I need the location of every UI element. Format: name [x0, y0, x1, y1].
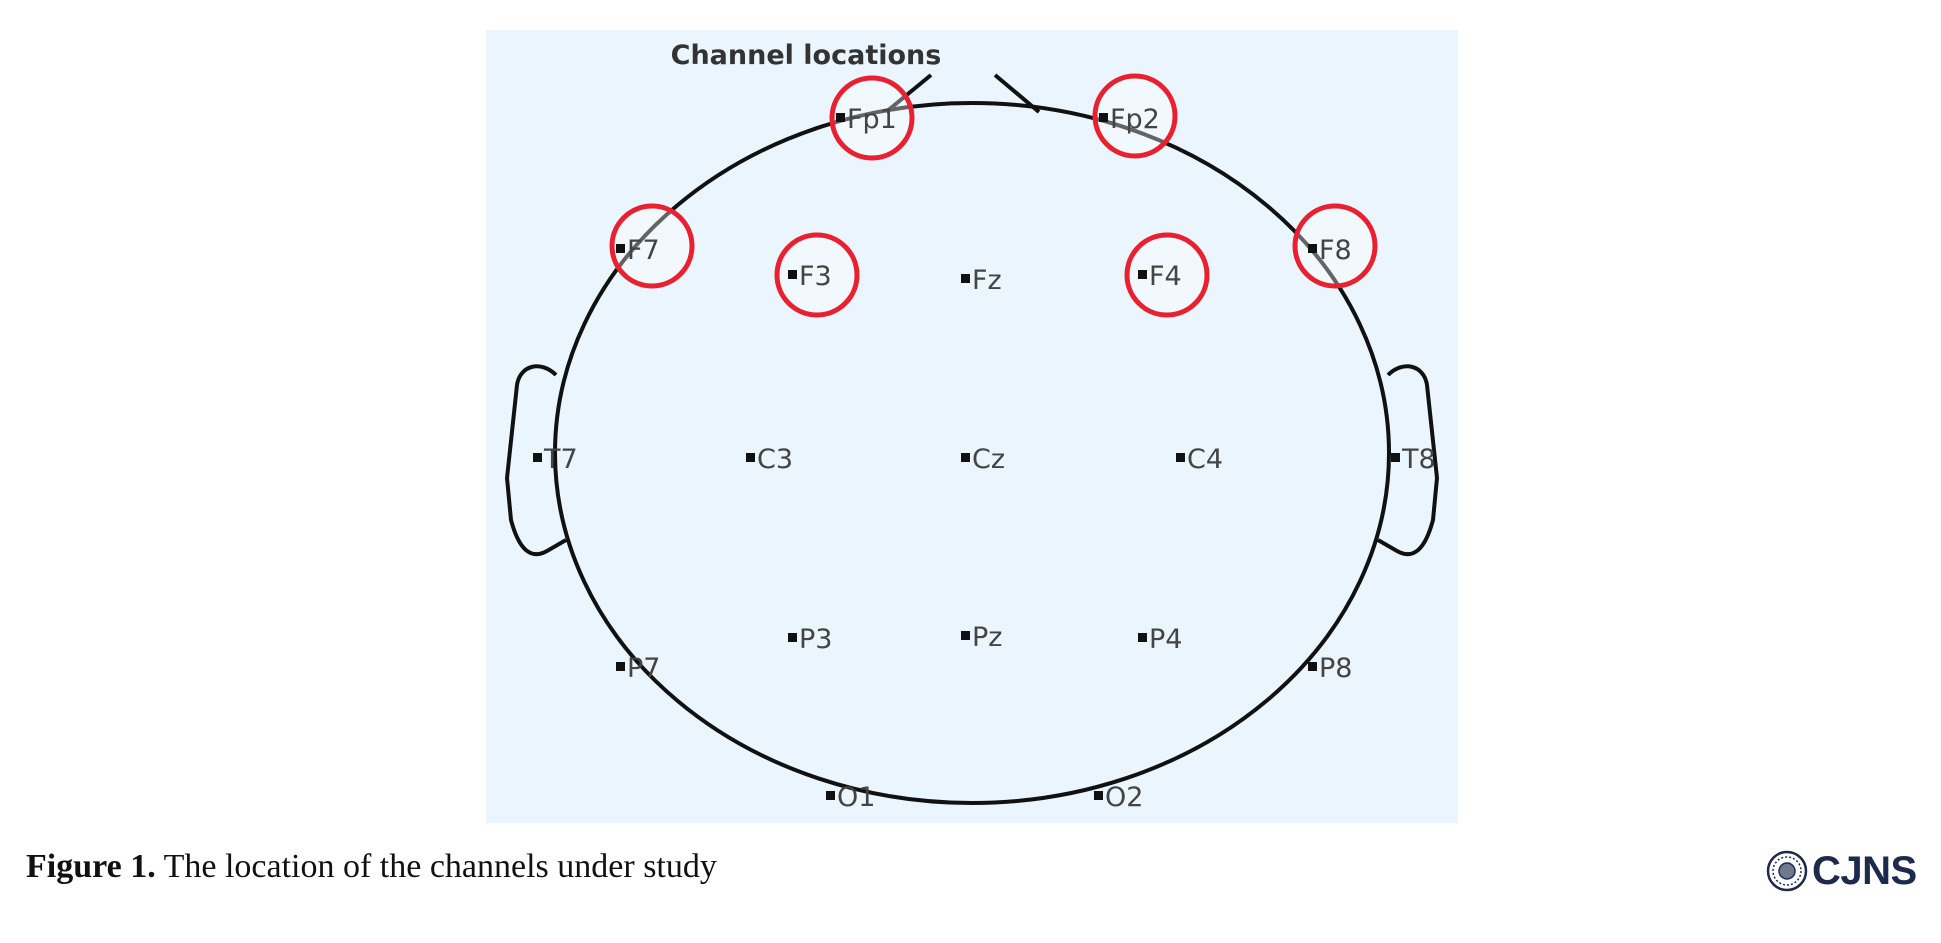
channel-marker-cz — [961, 453, 970, 462]
highlight-circle-fp1 — [829, 75, 915, 161]
channel-marker-f4 — [1138, 270, 1147, 279]
channel-f7: F7 — [616, 235, 660, 266]
channel-f3: F3 — [788, 261, 832, 292]
channel-marker-fp2 — [1099, 113, 1108, 122]
channel-marker-p7 — [616, 662, 625, 671]
channel-label-t7: T7 — [543, 444, 578, 475]
channel-label-o1: O1 — [837, 782, 875, 813]
diagram-title: Channel locations — [671, 40, 942, 71]
highlight-circle-f8 — [1292, 203, 1378, 289]
channel-t8: T8 — [1391, 444, 1436, 475]
channel-label-f4: F4 — [1149, 261, 1182, 292]
nose-left-line — [884, 73, 933, 114]
channel-fp1: Fp1 — [836, 104, 897, 135]
channel-marker-fp1 — [836, 113, 845, 122]
channel-marker-f8 — [1308, 244, 1317, 253]
channel-marker-f3 — [788, 270, 797, 279]
channel-marker-fz — [961, 274, 970, 283]
channel-marker-p3 — [788, 633, 797, 642]
channel-p4: P4 — [1138, 624, 1182, 655]
journal-seal-icon — [1766, 850, 1808, 892]
channel-label-cz: Cz — [972, 444, 1005, 475]
channel-marker-o2 — [1094, 791, 1103, 800]
highlight-circles — [609, 73, 1378, 318]
channel-label-pz: Pz — [972, 622, 1002, 653]
highlight-circle-f7 — [609, 203, 695, 289]
channel-p8: P8 — [1308, 653, 1352, 684]
channel-marker-pz — [961, 631, 970, 640]
channel-c4: C4 — [1176, 444, 1223, 475]
figure-caption-text: The location of the channels under study — [163, 848, 717, 885]
channel-o1: O1 — [826, 782, 875, 813]
channel-cz: Cz — [961, 444, 1005, 475]
channel-f8: F8 — [1308, 235, 1352, 266]
channel-label-fp2: Fp2 — [1110, 104, 1160, 135]
channel-fp2: Fp2 — [1099, 104, 1160, 135]
channel-label-fp1: Fp1 — [847, 104, 897, 135]
channel-fz: Fz — [961, 265, 1002, 296]
channel-f4: F4 — [1138, 261, 1182, 292]
highlight-circle-f4 — [1124, 232, 1210, 318]
channel-label-fz: Fz — [972, 265, 1002, 296]
channel-label-p7: P7 — [627, 653, 660, 684]
right-ear — [1376, 364, 1440, 557]
left-ear — [504, 364, 568, 557]
channel-label-f3: F3 — [799, 261, 832, 292]
channel-label-t8: T8 — [1401, 444, 1436, 475]
highlight-circle-f3 — [774, 232, 860, 318]
channel-c3: C3 — [746, 444, 793, 475]
channel-label-f7: F7 — [627, 235, 660, 266]
channel-marker-p8 — [1308, 662, 1317, 671]
figure-caption: Figure 1. The location of the channels u… — [26, 848, 717, 886]
channel-label-o2: O2 — [1105, 782, 1143, 813]
channel-pz: Pz — [961, 622, 1002, 653]
channel-label-p8: P8 — [1319, 653, 1352, 684]
channel-marker-o1 — [826, 791, 835, 800]
channel-marker-c4 — [1176, 453, 1185, 462]
figure-caption-label: Figure 1. — [26, 848, 156, 885]
channel-marker-c3 — [746, 453, 755, 462]
channel-t7: T7 — [533, 444, 578, 475]
channel-marker-t7 — [533, 453, 542, 462]
channel-label-c4: C4 — [1187, 444, 1223, 475]
highlight-circle-fp2 — [1092, 73, 1178, 159]
channel-p3: P3 — [788, 624, 832, 655]
channel-p7: P7 — [616, 653, 660, 684]
channel-marker-t8 — [1391, 453, 1400, 462]
channel-label-p4: P4 — [1149, 624, 1182, 655]
journal-logo-text: CJNS — [1812, 848, 1917, 893]
channel-label-p3: P3 — [799, 624, 832, 655]
channel-label-f8: F8 — [1319, 235, 1352, 266]
channel-o2: O2 — [1094, 782, 1143, 813]
journal-logo: CJNS — [1766, 848, 1917, 894]
channel-marker-p4 — [1138, 633, 1147, 642]
head-outline — [553, 101, 1391, 805]
channel-label-c3: C3 — [757, 444, 793, 475]
channel-marker-f7 — [616, 244, 625, 253]
